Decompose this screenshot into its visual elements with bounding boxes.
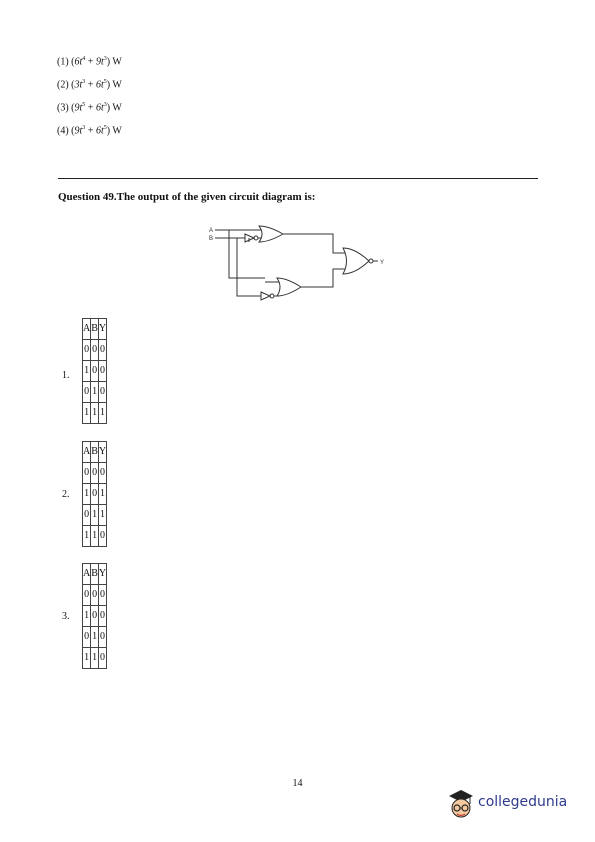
exponent-b: 5 <box>103 79 107 85</box>
cell: 0 <box>90 584 99 606</box>
header-y: Y <box>97 563 108 585</box>
cell: 0 <box>81 584 92 606</box>
cell: 0 <box>97 381 108 403</box>
cell: 0 <box>81 381 92 403</box>
cell: 1 <box>81 647 92 669</box>
header-b: B <box>90 441 99 463</box>
input-a-label: A <box>209 228 213 234</box>
term-a: 9t <box>74 102 83 114</box>
student-mascot-icon <box>449 790 473 818</box>
option-number: (1) <box>57 56 69 68</box>
option-unit: W <box>112 79 122 91</box>
cell: 0 <box>81 339 92 361</box>
input-b-label: B <box>209 236 213 242</box>
or-gate-bottom <box>276 277 302 297</box>
cell: 1 <box>81 605 92 627</box>
table-number: 3. <box>62 611 70 622</box>
brand-name: collegedunia <box>478 794 568 810</box>
cell: 0 <box>90 462 99 484</box>
option-3: (3) (9t5 + 6t3) W <box>57 102 122 114</box>
exponent-b: 3 <box>103 102 107 108</box>
header-y: Y <box>97 441 108 463</box>
cell: 0 <box>97 525 108 547</box>
cell: 0 <box>90 605 99 627</box>
cell: 0 <box>90 339 99 361</box>
cell: 0 <box>97 647 108 669</box>
cell: 0 <box>81 462 92 484</box>
exponent-a: 3 <box>82 79 86 85</box>
header-a: A <box>81 318 92 340</box>
term-a: 6t <box>74 56 83 68</box>
wire-b-tap <box>236 238 261 297</box>
question-title: Question 49.The output of the given circ… <box>58 191 316 203</box>
or-gate-final <box>342 247 370 275</box>
option-number: (2) <box>57 79 69 91</box>
cell: 1 <box>90 647 99 669</box>
not-gate-top <box>244 233 256 243</box>
term-b: 9t <box>95 56 104 68</box>
option-unit: W <box>112 125 122 137</box>
cell: 1 <box>97 483 108 505</box>
term-a: 9t <box>74 125 83 137</box>
option-unit: W <box>112 102 122 114</box>
cell: 0 <box>97 360 108 382</box>
page-number: 14 <box>292 778 303 789</box>
cell: 1 <box>81 402 92 424</box>
exponent-a: 5 <box>82 102 86 108</box>
circuit-diagram: A B Y <box>205 220 395 310</box>
cell: 1 <box>90 402 99 424</box>
cell: 0 <box>97 462 108 484</box>
term-a: 3t <box>74 79 83 91</box>
exponent-a: 4 <box>82 56 86 62</box>
option-4: (4) (9t3 + 6t5) W <box>57 125 122 137</box>
header-b: B <box>90 563 99 585</box>
header-b: B <box>90 318 99 340</box>
exponent-b: 3 <box>103 56 107 62</box>
output-y-label: Y <box>380 260 384 266</box>
wire-a-tap <box>228 230 265 279</box>
cell: 0 <box>90 360 99 382</box>
term-b: 6t <box>95 125 104 137</box>
cell: 1 <box>81 360 92 382</box>
option-number: (3) <box>57 102 69 114</box>
cell: 1 <box>97 504 108 526</box>
option-1: (1) (6t4 + 9t3) W <box>57 56 122 68</box>
brand-logo: collegedunia <box>446 786 586 826</box>
header-a: A <box>81 441 92 463</box>
cell: 1 <box>90 525 99 547</box>
header-a: A <box>81 563 92 585</box>
term-b: 6t <box>95 79 104 91</box>
exponent-b: 5 <box>103 125 107 131</box>
section-divider <box>58 178 538 179</box>
cell: 0 <box>90 483 99 505</box>
cell: 0 <box>97 626 108 648</box>
cell: 1 <box>81 525 92 547</box>
or-gate-top <box>258 225 285 243</box>
cell: 0 <box>97 605 108 627</box>
cell: 1 <box>90 626 99 648</box>
option-unit: W <box>112 56 122 68</box>
cell: 1 <box>81 483 92 505</box>
option-2: (2) (3t3 + 6t5) W <box>57 79 122 91</box>
cell: 0 <box>81 626 92 648</box>
cell: 0 <box>97 339 108 361</box>
cell: 0 <box>97 584 108 606</box>
not-gate-bottom <box>260 291 272 301</box>
term-b: 6t <box>95 102 104 114</box>
cell: 0 <box>81 504 92 526</box>
exponent-a: 3 <box>82 125 86 131</box>
table-number: 1. <box>62 370 70 381</box>
table-number: 2. <box>62 489 70 500</box>
cell: 1 <box>97 402 108 424</box>
cell: 1 <box>90 504 99 526</box>
option-number: (4) <box>57 125 69 137</box>
cell: 1 <box>90 381 99 403</box>
header-y: Y <box>97 318 108 340</box>
